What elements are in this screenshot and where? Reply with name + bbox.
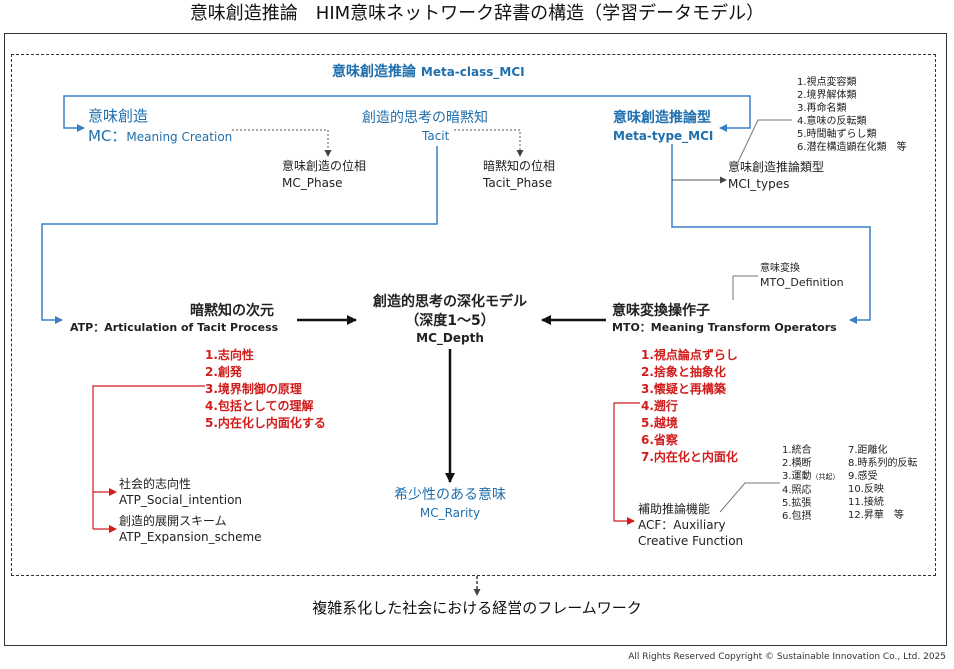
mci-type-item: 3.再命名類 xyxy=(797,103,847,114)
acf-item: 5.拡張 xyxy=(782,498,812,509)
acf-subtitle-line1: ACF：Auxiliary xyxy=(638,518,726,532)
acf-item: 7.距離化 xyxy=(848,445,888,456)
mc-phase-title: 意味創造の位相 xyxy=(282,159,367,173)
atp-social-subtitle: ATP_Social_intention xyxy=(119,493,243,507)
mci-types-title: 意味創造推論類型 xyxy=(728,160,825,174)
metatype-to-mto-line xyxy=(671,144,871,324)
atp-red-bracket xyxy=(92,385,205,529)
mc-prefix: MC： xyxy=(88,127,127,145)
mto-red-bracket xyxy=(613,402,640,525)
acf-subtitle-line2: Creative Function xyxy=(638,534,744,548)
acf-list-bracket xyxy=(719,482,780,513)
mto-items-list: 1.視点論点ずらし 2.捨象と抽象化 3.懐疑と再構築 4.遡行 5.越境 6.… xyxy=(641,347,738,466)
atp-title: 暗黙知の次元 xyxy=(190,303,274,319)
tacit-phase-title: 暗黙知の位相 xyxy=(483,159,556,173)
mci-types-list: 1.視点変容類 2.境界解体類 3.再命名類 4.意味の反転類 5.時間軸ずらし… xyxy=(797,76,907,154)
mto-item: 1.視点論点ずらし xyxy=(641,348,738,362)
depth-subtitle: MC_Depth xyxy=(416,331,484,345)
acf-item: 8.時系列的反転 xyxy=(848,458,918,469)
mto-item: 4.遡行 xyxy=(641,399,678,413)
root-to-mc-line xyxy=(63,95,437,132)
atp-item: 4.包括としての理解 xyxy=(205,399,314,413)
metatype-title: 意味創造推論型 xyxy=(613,110,711,126)
bottom-framework-title: 複雑系化した社会における経営のフレームワーク xyxy=(312,599,642,617)
rarity-title: 希少性のある意味 xyxy=(394,487,506,503)
root-subtitle: Meta-class_MCI xyxy=(420,65,525,79)
copyright: All Rights Reserved Copyright © Sustaina… xyxy=(628,652,946,662)
mc-phase-subtitle: MC_Phase xyxy=(282,176,343,190)
atp-expansion-subtitle: ATP_Expansion_scheme xyxy=(119,530,262,544)
mto-item: 3.懐疑と再構築 xyxy=(641,382,726,396)
mto-item: 6.省察 xyxy=(641,433,678,447)
mto-item: 7.内在化と内面化 xyxy=(641,450,738,464)
mc-title: 意味創造 xyxy=(88,107,149,125)
dashed-frame xyxy=(11,54,936,576)
atp-subtitle: ATP：Articulation of Tacit Process xyxy=(70,321,279,334)
mci-type-item: 2.境界解体類 xyxy=(797,90,857,101)
mc-label: MC：Meaning Creation xyxy=(88,127,233,145)
types-list-bracket xyxy=(737,119,792,163)
acf-item: 2.横断 xyxy=(782,458,812,469)
mto-definition-subtitle: MTO_Definition xyxy=(760,276,844,289)
atp-items-list: 1.志向性 2.創発 3.境界制御の原理 4.包括としての理解 5.内在化し内面… xyxy=(205,347,326,432)
rarity-subtitle: MC_Rarity xyxy=(419,506,481,520)
depth-title-line2: （深度1～5） xyxy=(405,313,495,329)
mto-definition-connector xyxy=(732,275,758,300)
acf-items-left: 1.統合 2.横断 3.運動（共起） 4.照応 5.拡張 6.包摂 xyxy=(782,444,840,523)
mc-subtitle: Meaning Creation xyxy=(126,130,233,144)
outer-frame xyxy=(4,33,947,646)
acf-item: 11.接続 xyxy=(848,497,884,508)
kyoki-note: （共起） xyxy=(811,473,840,481)
atp-item: 1.志向性 xyxy=(205,348,254,362)
acf-item: 1.統合 xyxy=(782,445,812,456)
acf-item: 12.昇華 等 xyxy=(848,510,904,521)
mci-type-item: 5.時間軸ずらし類 xyxy=(797,129,877,140)
tacit-to-atp-line xyxy=(41,146,438,324)
depth-title-line1: 創造的思考の深化モデル xyxy=(373,294,527,310)
tacit-subtitle: Tacit xyxy=(422,129,450,143)
mto-item: 5.越境 xyxy=(641,416,678,430)
mci-types-subtitle: MCI_types xyxy=(728,177,790,191)
atp-social-title: 社会的志向性 xyxy=(119,477,192,491)
metatype-subtitle: Meta-type_MCI xyxy=(613,129,714,143)
root-title: 意味創造推論 xyxy=(332,64,416,80)
tacit-title: 創造的思考の暗黙知 xyxy=(362,110,488,126)
root-node: 意味創造推論 Meta-class_MCI xyxy=(332,64,525,80)
atp-expansion-title: 創造的展開スキーム xyxy=(119,514,227,528)
acf-item: 3.運動（共起） xyxy=(782,471,840,482)
acf-title: 補助推論機能 xyxy=(638,502,711,516)
acf-item: 4.照応 xyxy=(782,485,812,496)
mci-type-item: 1.視点変容類 xyxy=(797,77,857,88)
mto-item: 2.捨象と抽象化 xyxy=(641,365,726,379)
mc-to-phase-line xyxy=(232,129,332,157)
mci-type-item: 6.潜在構造顕在化類 等 xyxy=(797,142,907,153)
acf-item: 9.感受 xyxy=(848,471,878,482)
mto-definition-title: 意味変換 xyxy=(760,263,800,274)
atp-item: 5.内在化し内面化する xyxy=(205,416,326,430)
mto-subtitle: MTO：Meaning Transform Operators xyxy=(612,321,837,334)
tacit-to-phase-line xyxy=(454,129,524,157)
mto-title: 意味変換操作子 xyxy=(612,303,710,319)
page-title: 意味創造推論 HIM意味ネットワーク辞書の構造（学習データモデル） xyxy=(189,3,765,24)
tacit-phase-subtitle: Tacit_Phase xyxy=(483,176,553,190)
atp-item: 3.境界制御の原理 xyxy=(205,382,302,396)
mci-type-item: 4.意味の反転類 xyxy=(797,116,867,127)
root-to-metatype-line xyxy=(437,95,751,132)
atp-item: 2.創発 xyxy=(205,365,242,379)
acf-item: 6.包摂 xyxy=(782,511,812,522)
acf-items-right: 7.距離化 8.時系列的反転 9.感受 10.反映 11.接続 12.昇華 等 xyxy=(848,444,918,522)
acf-item: 10.反映 xyxy=(848,484,884,495)
